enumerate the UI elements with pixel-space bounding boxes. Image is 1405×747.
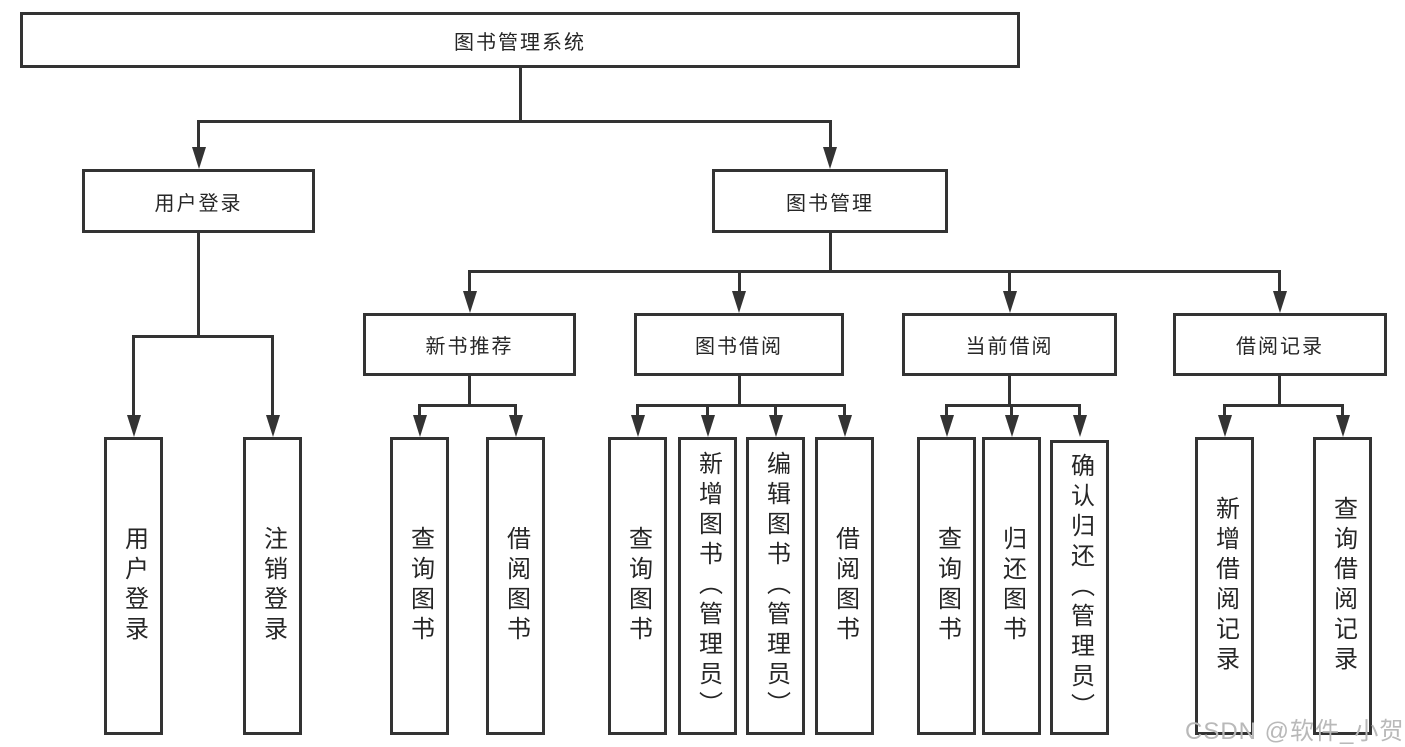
connector-line — [828, 120, 832, 149]
csdn-watermark: CSDN @软件_小贺同学 — [1185, 718, 1405, 745]
connector-line — [828, 233, 832, 273]
arrowhead-down-icon — [1217, 415, 1232, 437]
node-user-login: 用户登录 — [82, 169, 315, 233]
connector-line — [737, 270, 741, 293]
connector-line — [132, 335, 135, 417]
arrowhead-down-icon — [191, 147, 206, 169]
leaf-nbr-query-books: 查询图书 — [390, 437, 449, 735]
leaf-nbr-borrow-books: 借阅图书 — [486, 437, 545, 735]
leaf-cb-return-books: 归还图书 — [982, 437, 1041, 735]
arrowhead-down-icon — [265, 415, 280, 437]
connector-line — [1223, 404, 1344, 407]
connector-line — [1078, 404, 1081, 417]
connector-line — [1223, 404, 1226, 417]
leaf-br-add-record: 新增借阅记录 — [1195, 437, 1254, 735]
connector-line — [636, 404, 639, 417]
connector-line — [706, 404, 709, 417]
connector-line — [468, 270, 471, 293]
arrowhead-down-icon — [1072, 415, 1087, 437]
connector-line — [468, 270, 1281, 273]
arrowhead-down-icon — [700, 415, 715, 437]
connector-line — [468, 376, 471, 407]
arrowhead-down-icon — [1002, 291, 1017, 313]
leaf-bb-add-books-admin: 新增图书（管理员） — [678, 437, 737, 735]
connector-line — [945, 404, 1081, 407]
node-current-borrowing: 当前借阅 — [902, 313, 1117, 376]
connector-line — [197, 233, 200, 338]
connector-line — [737, 376, 741, 407]
connector-line — [271, 335, 274, 417]
arrowhead-down-icon — [462, 291, 477, 313]
arrowhead-down-icon — [823, 147, 837, 169]
connector-line — [945, 404, 948, 417]
connector-line — [132, 335, 274, 338]
node-book-borrowing: 图书借阅 — [634, 313, 844, 376]
connector-line — [197, 120, 832, 123]
connector-line — [1010, 404, 1013, 417]
connector-line — [774, 404, 777, 417]
connector-line — [636, 404, 846, 407]
arrowhead-down-icon — [1004, 415, 1019, 437]
leaf-cb-confirm-return-admin: 确认归还（管理员） — [1050, 440, 1109, 735]
connector-line — [514, 404, 517, 417]
leaf-user-login: 用户登录 — [104, 437, 163, 735]
connector-line — [843, 404, 846, 417]
connector-line — [1341, 404, 1344, 417]
connector-line — [1278, 376, 1281, 407]
node-new-book-recommend: 新书推荐 — [363, 313, 576, 376]
connector-line — [518, 68, 522, 123]
connector-line — [197, 120, 200, 149]
connector-line — [1008, 270, 1011, 293]
leaf-bb-borrow-books: 借阅图书 — [815, 437, 874, 735]
arrowhead-down-icon — [508, 415, 523, 437]
leaf-br-query-record: 查询借阅记录 — [1313, 437, 1372, 735]
arrowhead-down-icon — [1272, 291, 1287, 313]
leaf-bb-query-books: 查询图书 — [608, 437, 667, 735]
arrowhead-down-icon — [126, 415, 141, 437]
arrowhead-down-icon — [837, 415, 852, 437]
arrowhead-down-icon — [412, 415, 427, 437]
connector-line — [1008, 376, 1011, 407]
arrowhead-down-icon — [1335, 415, 1350, 437]
connector-line — [418, 404, 421, 417]
arrowhead-down-icon — [630, 415, 645, 437]
connector-line — [418, 404, 517, 407]
node-root-library-management-system: 图书管理系统 — [20, 12, 1020, 68]
arrowhead-down-icon — [732, 291, 746, 313]
node-book-management: 图书管理 — [712, 169, 948, 233]
leaf-cb-query-books: 查询图书 — [917, 437, 976, 735]
arrowhead-down-icon — [768, 415, 783, 437]
leaf-bb-edit-books-admin: 编辑图书（管理员） — [746, 437, 805, 735]
arrowhead-down-icon — [939, 415, 954, 437]
leaf-logout: 注销登录 — [243, 437, 302, 735]
connector-line — [1278, 270, 1281, 293]
node-borrowing-records: 借阅记录 — [1173, 313, 1387, 376]
